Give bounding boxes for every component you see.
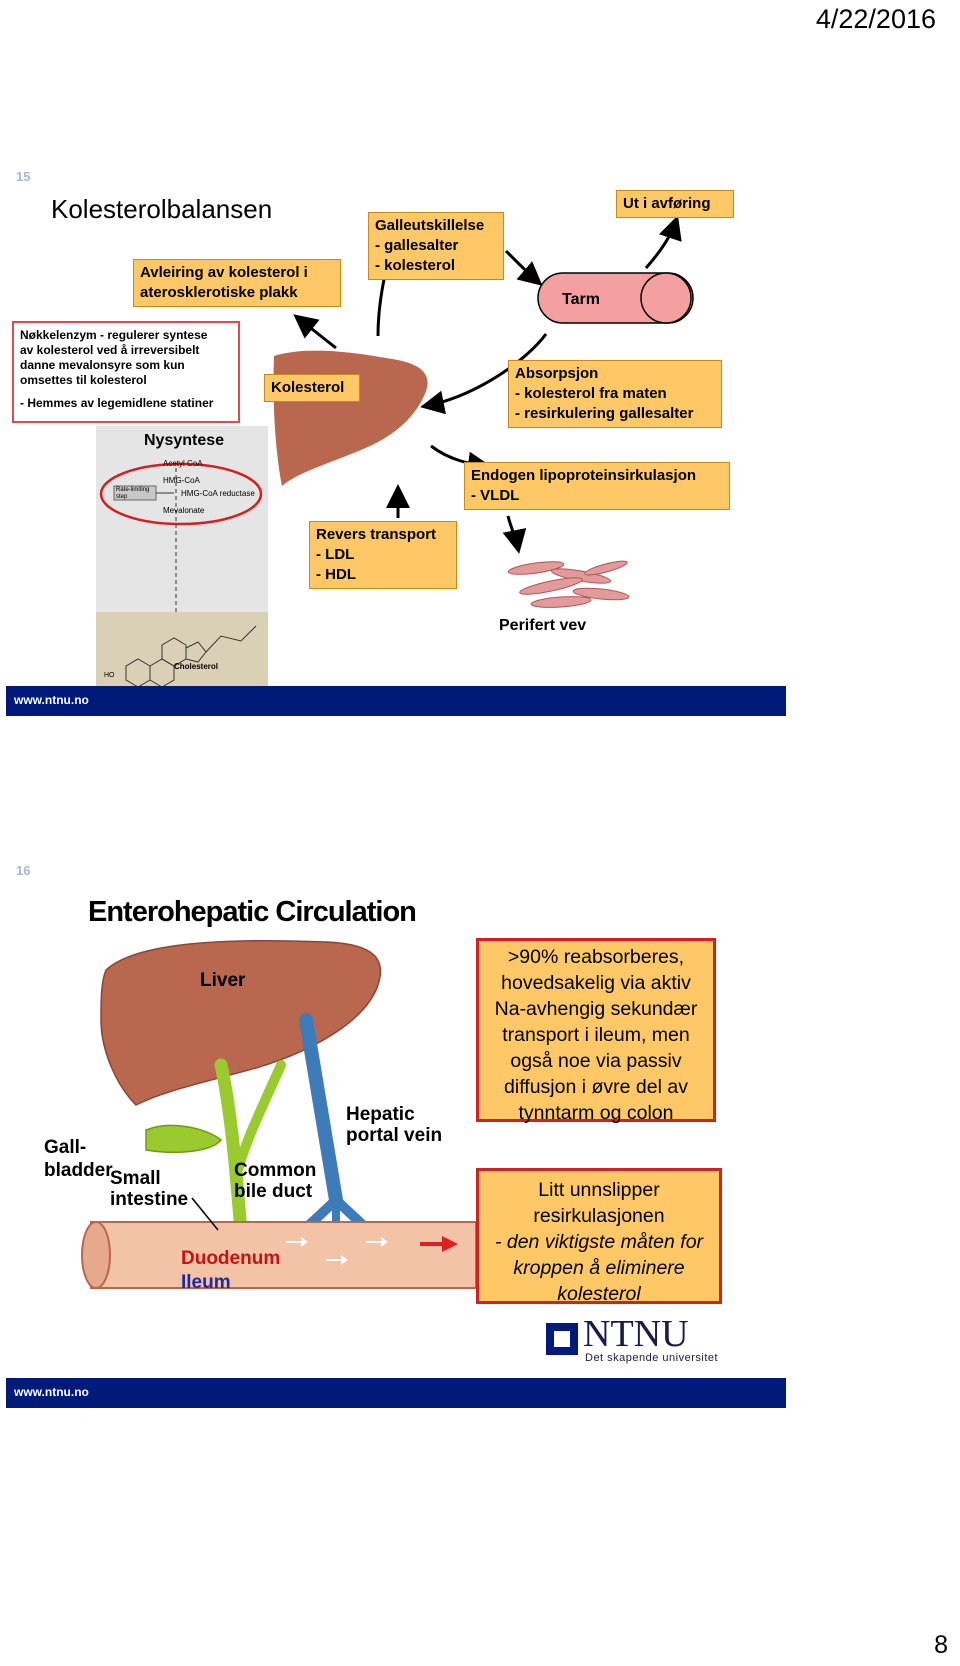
label-ileum: Ileum [181, 1272, 231, 1293]
arrow-to-feces [644, 215, 682, 269]
pathway-hmg: HMG-CoA [163, 476, 200, 485]
footer-url: www.ntnu.no [14, 1385, 89, 1399]
bile-duct [214, 1058, 286, 1239]
pathway-ho: HO [104, 672, 115, 679]
tissue-cells [507, 560, 630, 608]
slide-footer-bar: www.ntnu.no [6, 686, 786, 716]
intestine-tube [90, 1221, 477, 1289]
synthesis-label: Nysyntese [144, 432, 225, 449]
slide-15: 15 [6, 156, 786, 716]
rate-limiting-circle [99, 462, 263, 526]
pathway-acetyl: Acetyl CoA [163, 459, 203, 468]
slide-16: 16 Enterohepatic Circu [6, 850, 786, 1410]
pathway-cholesterol: Cholesterol [174, 662, 219, 671]
arrow-to-plaque [293, 314, 337, 350]
slide-title: Kolesterolbalansen [51, 194, 273, 224]
gallbladder [145, 1124, 223, 1154]
tissue-label: Perifert vev [499, 617, 587, 634]
intestine-label: Tarm [562, 291, 600, 308]
page-number: 8 [934, 1631, 948, 1659]
arrow-to-bile [376, 270, 388, 337]
pathway-mevalonate: Mevalonate [163, 506, 205, 515]
ntnu-logo-tagline: Det skapende universitet [585, 1352, 719, 1364]
bile-box: Galleutskillelse- gallesalter- kolestero… [368, 212, 504, 280]
footer-url: www.ntnu.no [14, 693, 89, 707]
cholesterol-structure [125, 625, 257, 688]
liver-cholesterol-box: Kolesterol [264, 374, 360, 402]
liver-shape [100, 939, 382, 1106]
feces-box: Ut i avføring [616, 190, 734, 218]
label-duodenum: Duodenum [181, 1248, 281, 1269]
slide-16-graphics [81, 939, 578, 1355]
slide-footer-bar: www.ntnu.no [6, 1378, 786, 1408]
arrow-to-tissue [502, 515, 527, 554]
slide-title: Enterohepatic Circulation [88, 896, 417, 928]
arrow-bile-to-intestine [504, 249, 543, 286]
arrow-to-liver [420, 333, 548, 415]
intestine-end [640, 272, 692, 324]
label-liver: Liver [200, 970, 246, 991]
absorption-box: Absorpsjon- kolesterol fra maten- resirk… [508, 360, 722, 428]
slide-number: 16 [16, 863, 31, 878]
reverse-transport-box: Revers transport- LDL- HDL [309, 521, 457, 589]
print-date: 4/22/2016 [815, 4, 936, 34]
pathway-rate: Rate-limiting step [116, 487, 150, 500]
liver-shape [273, 350, 428, 486]
reabsorption-box: >90% reabsorberes,hovedsakelig via aktiv… [476, 938, 716, 1124]
label-gallbladder: Gall-bladder [44, 1137, 113, 1181]
endogenous-box: Endogen lipoproteinsirkulasjon- VLDL [464, 462, 730, 510]
slide-number: 15 [16, 169, 31, 184]
pathway-reductase: HMG-CoA reductase [181, 489, 255, 498]
ntnu-logo-text: NTNU [583, 1313, 689, 1355]
